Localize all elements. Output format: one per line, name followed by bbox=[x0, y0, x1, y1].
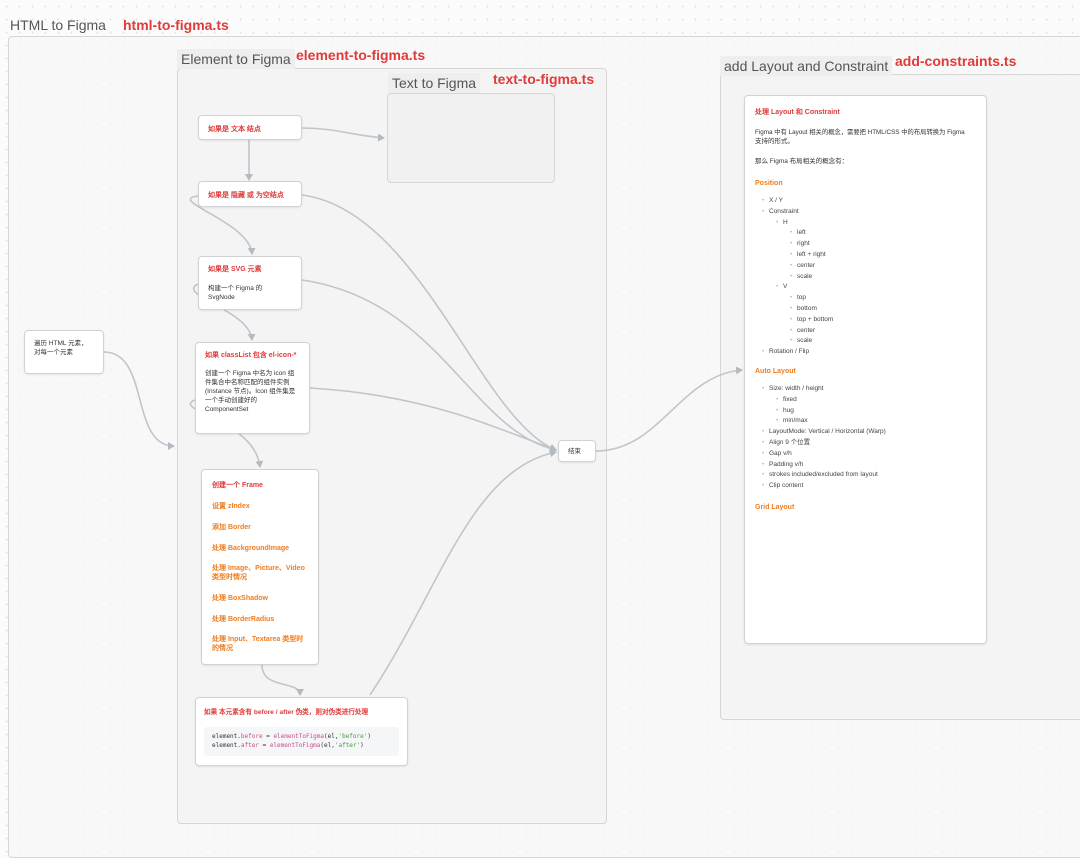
end-card[interactable]: 结束 bbox=[558, 440, 596, 462]
svg-card[interactable]: 如果是 SVG 元素 构建一个 Figma 的 SvgNode bbox=[198, 256, 302, 310]
tree-item-constraint: Constraint bbox=[762, 207, 976, 218]
tree-item-size-minmax: min/max bbox=[776, 416, 976, 427]
tree-item-h-right: right bbox=[790, 239, 976, 250]
outer-frame-title[interactable]: HTML to Figma bbox=[10, 17, 106, 33]
edge-frame-to-pseudo bbox=[261, 664, 304, 696]
pseudo-code-block: element.before = elementToFigma(el,'befo… bbox=[204, 727, 399, 756]
auto-layout-list: Size: width / height fixed hug min/max L… bbox=[755, 384, 976, 492]
tree-item-v-bottom: bottom bbox=[790, 304, 976, 315]
edge-pseudo-to-end bbox=[369, 449, 557, 696]
position-list: X / Y Constraint H left right left + rig… bbox=[755, 196, 976, 358]
outer-file-label: html-to-figma.ts bbox=[123, 17, 229, 33]
tree-item-v-topbottom: top + bottom bbox=[790, 315, 976, 326]
text-file-label: text-to-figma.ts bbox=[493, 71, 595, 87]
doc-title: 处理 Layout 和 Constraint bbox=[755, 109, 840, 116]
tree-item-size: Size: width / height bbox=[762, 384, 976, 395]
edge-icon-to-end bbox=[309, 387, 557, 452]
traverse-line2: 对每一个元素 bbox=[34, 349, 73, 356]
tree-item-h-scale: scale bbox=[790, 272, 976, 283]
icon-line: 一个手动创建好的 bbox=[205, 397, 257, 404]
svg-line2: SvgNode bbox=[208, 294, 235, 301]
tree-item-h-leftright: left + right bbox=[790, 250, 976, 261]
flow-edges bbox=[103, 127, 743, 696]
end-label: 结束 bbox=[568, 448, 581, 455]
tree-item-clip: Clip content bbox=[762, 481, 976, 492]
tree-item-size-hug: hug bbox=[776, 406, 976, 417]
edge-hidden-to-end bbox=[301, 194, 557, 452]
tree-item-gap: Gap v/h bbox=[762, 449, 976, 460]
pseudo-card[interactable]: 如果 本元素含有 before / after 伪类，则对伪类进行处理 elem… bbox=[195, 697, 408, 766]
icon-line: 创建一个 Figma 中名为 icon 组 bbox=[205, 370, 295, 377]
text-frame-title[interactable]: Text to Figma bbox=[388, 73, 481, 93]
doc-intro-line1: Figma 中有 Layout 相关的概念，需要把 HTML/CSS 中的布局转… bbox=[755, 129, 965, 136]
frame-item-image: 处理 Image、Picture、Video 类型时情况 bbox=[212, 565, 305, 581]
tree-item-align: Align 9 个位置 bbox=[762, 438, 976, 449]
edge-text-to-textframe bbox=[301, 127, 385, 142]
icon-title: 如果 classList 包含 el-icon-* bbox=[205, 352, 297, 359]
text-node-label: 如果是 文本 结点 bbox=[208, 126, 261, 133]
doc-intro-line2: 支持的形式。 bbox=[755, 138, 794, 145]
tree-item-v-center: center bbox=[790, 326, 976, 337]
tree-item-layoutmode: LayoutMode: Vertical / Horizontal (Warp) bbox=[762, 427, 976, 438]
tree-item-strokes: strokes included/excluded from layout bbox=[762, 470, 976, 481]
code-line-before: element.before = elementToFigma(el,'befo… bbox=[212, 733, 371, 740]
tree-item-rotation: Rotation / Flip bbox=[762, 347, 976, 358]
icon-line: ComponentSet bbox=[205, 406, 249, 413]
code-line-after: element.after = elementToFigma(el,'after… bbox=[212, 741, 364, 749]
element-file-label: element-to-figma.ts bbox=[296, 47, 426, 63]
icon-line: (Instance 节点)。Icon 组件集是 bbox=[205, 388, 296, 395]
edge-traverse-to-element bbox=[103, 351, 175, 450]
edge-hidden-to-svg bbox=[189, 195, 256, 255]
edge-svg-to-end bbox=[301, 279, 557, 453]
text-frame[interactable] bbox=[387, 93, 555, 183]
traverse-line1: 遍历 HTML 元素， bbox=[34, 340, 88, 347]
tree-item-h-left: left bbox=[790, 228, 976, 239]
tree-item-h: H bbox=[776, 218, 976, 229]
frame-item-create: 创建一个 Frame bbox=[212, 482, 263, 489]
svg-title: 如果是 SVG 元素 bbox=[208, 266, 262, 273]
tree-item-padding: Padding v/h bbox=[762, 460, 976, 471]
layout-frame-title[interactable]: add Layout and Constraint bbox=[720, 56, 893, 76]
text-node-card[interactable]: 如果是 文本 结点 bbox=[198, 115, 302, 140]
icon-line: 件集合中名称匹配的组件实例 bbox=[205, 379, 290, 386]
svg-line1: 构建一个 Figma 的 bbox=[208, 285, 263, 292]
tree-item-v-top: top bbox=[790, 293, 976, 304]
grid-layout-heading: Grid Layout bbox=[755, 503, 795, 511]
tree-item-xy: X / Y bbox=[762, 196, 976, 207]
layout-file-label: add-constraints.ts bbox=[895, 53, 1017, 69]
tree-item-size-fixed: fixed bbox=[776, 395, 976, 406]
frame-item-border: 添加 Border bbox=[212, 524, 251, 531]
doc-intro-line3: 那么 Figma 布局相关的概念有： bbox=[755, 158, 849, 165]
frame-item-zindex: 设置 zIndex bbox=[212, 503, 250, 510]
tree-item-v: V bbox=[776, 282, 976, 293]
icon-card[interactable]: 如果 classList 包含 el-icon-* 创建一个 Figma 中名为… bbox=[195, 342, 310, 434]
frame-card[interactable]: 创建一个 Frame 设置 zIndex 添加 Border 处理 Backgr… bbox=[201, 469, 319, 665]
frame-item-radius: 处理 BorderRadius bbox=[212, 616, 275, 623]
auto-layout-heading: Auto Layout bbox=[755, 367, 796, 375]
pseudo-title: 如果 本元素含有 before / after 伪类，则对伪类进行处理 bbox=[204, 709, 369, 716]
tree-item-h-center: center bbox=[790, 261, 976, 272]
tree-item-v-scale: scale bbox=[790, 336, 976, 347]
traverse-card[interactable]: 遍历 HTML 元素， 对每一个元素 bbox=[24, 330, 104, 374]
frame-item-bgimage: 处理 BackgroundImage bbox=[212, 545, 290, 552]
hidden-node-card[interactable]: 如果是 隐藏 或 为空结点 bbox=[198, 181, 302, 207]
hidden-node-label: 如果是 隐藏 或 为空结点 bbox=[208, 192, 284, 199]
frame-item-input: 处理 Input、Textarea 类型时的情况 bbox=[212, 636, 304, 652]
edge-end-to-layout bbox=[595, 366, 743, 452]
frame-item-boxshadow: 处理 BoxShadow bbox=[212, 595, 269, 602]
element-frame-title[interactable]: Element to Figma bbox=[177, 49, 295, 69]
position-heading: Position bbox=[755, 180, 783, 187]
layout-doc-card[interactable]: 处理 Layout 和 Constraint Figma 中有 Layout 相… bbox=[744, 95, 987, 644]
